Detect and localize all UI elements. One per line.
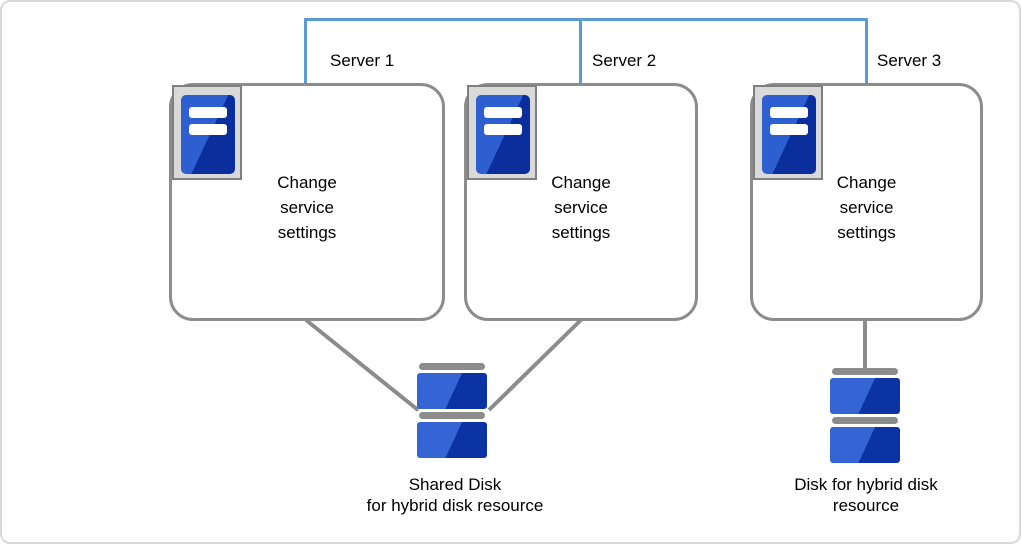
shared-disk-caption: Shared Disk for hybrid disk resource bbox=[366, 475, 544, 515]
disk-platter-shape bbox=[830, 427, 900, 463]
hybrid-disk-caption: Disk for hybrid disk resource bbox=[794, 475, 938, 515]
disk-platter-shape bbox=[417, 422, 487, 458]
server3-box: Change service settings bbox=[750, 83, 983, 321]
disk-connector-server3 bbox=[863, 318, 867, 368]
server1-label: Server 1 bbox=[330, 51, 395, 70]
network-connector-server2 bbox=[579, 18, 582, 84]
network-connector-horizontal bbox=[305, 18, 868, 21]
server2-box: Change service settings bbox=[464, 83, 698, 321]
server-icon bbox=[172, 85, 242, 180]
server3-label: Server 3 bbox=[877, 51, 942, 70]
server-tower-shape bbox=[181, 95, 235, 174]
server2-body-text: Change service settings bbox=[551, 173, 611, 242]
server3-body-text: Change service settings bbox=[836, 173, 897, 242]
server2-label: Server 2 bbox=[592, 51, 657, 70]
server-tower-shape bbox=[762, 95, 816, 174]
server-slot-shape bbox=[484, 107, 522, 118]
disk-connector-server2 bbox=[487, 318, 583, 412]
network-connector-server1 bbox=[304, 18, 307, 84]
disk-platter-shape bbox=[417, 373, 487, 409]
server1-body-text: Change service settings bbox=[277, 173, 337, 242]
disk-platter-shape bbox=[830, 378, 900, 414]
disk-cap-shape bbox=[832, 368, 898, 375]
server-tower-shape bbox=[476, 95, 530, 174]
server-slot-shape bbox=[770, 107, 808, 118]
disk-connector-server1 bbox=[304, 318, 420, 412]
disk-cap-shape bbox=[419, 363, 485, 370]
network-connector-server3 bbox=[865, 18, 868, 84]
server-icon bbox=[753, 85, 823, 180]
disk-cap-shape bbox=[832, 417, 898, 424]
server-slot-shape bbox=[770, 124, 808, 135]
server1-box: Change service settings bbox=[169, 83, 445, 321]
server-slot-shape bbox=[484, 124, 522, 135]
server-icon bbox=[467, 85, 537, 180]
server-slot-shape bbox=[189, 124, 227, 135]
shared-disk-icon bbox=[417, 363, 487, 458]
server-slot-shape bbox=[189, 107, 227, 118]
hybrid-disk-icon bbox=[830, 368, 900, 463]
disk-cap-shape bbox=[419, 412, 485, 419]
